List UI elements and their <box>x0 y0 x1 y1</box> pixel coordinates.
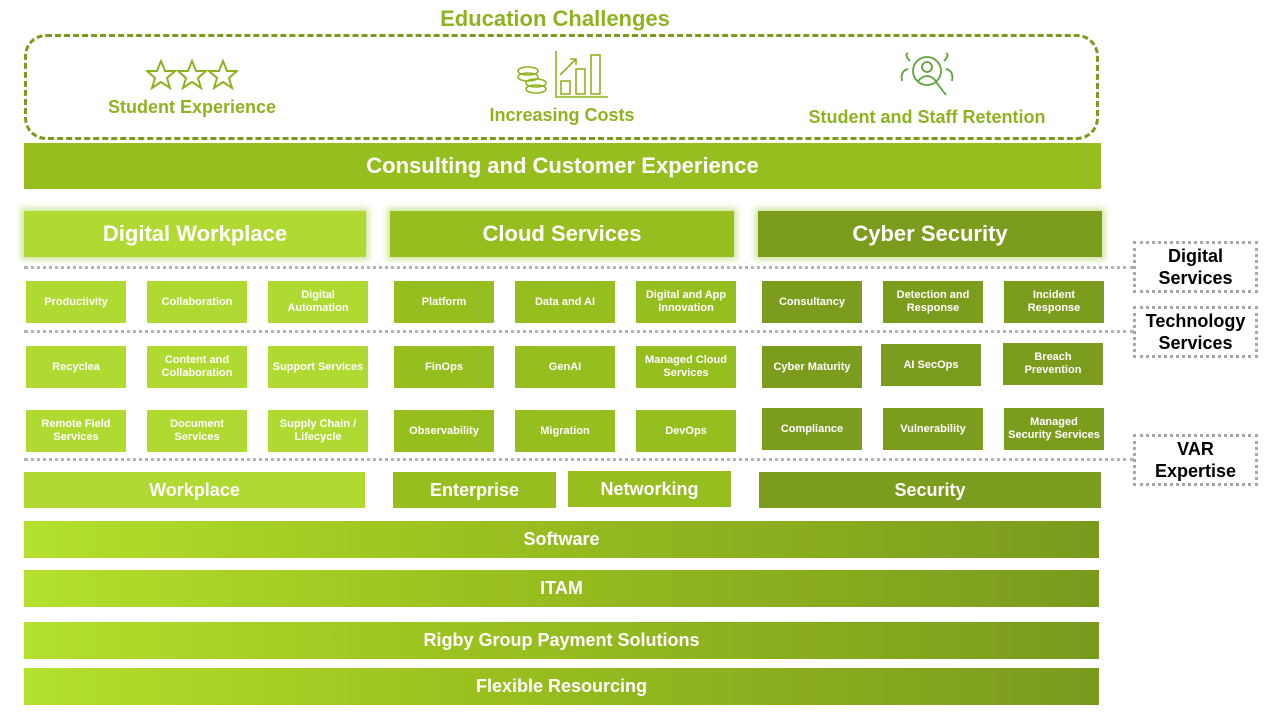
challenge-retention: Student and Staff Retention <box>797 51 1057 128</box>
tile: Supply Chain / Lifecycle <box>268 410 368 452</box>
tile: Remote Field Services <box>26 410 126 452</box>
band-flexible-resourcing: Flexible Resourcing <box>24 668 1099 705</box>
band-payment-solutions: Rigby Group Payment Solutions <box>24 622 1099 659</box>
divider <box>24 266 1134 269</box>
var-security: Security <box>759 472 1101 508</box>
challenge-label: Increasing Costs <box>489 105 635 125</box>
tile: Incident Response <box>1004 281 1104 323</box>
label-digital-services: Digital Services <box>1133 241 1258 293</box>
tile: Migration <box>515 410 615 452</box>
coins-chart-icon <box>517 51 608 98</box>
tile: Collaboration <box>147 281 247 323</box>
tile: Compliance <box>762 408 862 450</box>
challenge-label: Student Experience <box>107 97 277 117</box>
tile: Consultancy <box>762 281 862 323</box>
tile: DevOps <box>636 410 736 452</box>
tile: Detection and Response <box>883 281 983 323</box>
label-var-expertise: VAR Expertise <box>1133 434 1258 486</box>
tile: Observability <box>394 410 494 452</box>
challenges-box: Student Experience Increasing Costs Stud… <box>24 34 1099 140</box>
divider <box>24 458 1134 461</box>
tile: Managed Cloud Services <box>636 346 736 388</box>
consulting-band: Consulting and Customer Experience <box>24 143 1101 189</box>
tile: Recyclea <box>26 346 126 388</box>
var-networking: Networking <box>568 471 731 507</box>
tile: Document Services <box>147 410 247 452</box>
var-workplace: Workplace <box>24 472 365 508</box>
challenge-increasing-costs: Increasing Costs <box>457 49 667 126</box>
challenge-student-experience: Student Experience <box>87 59 297 118</box>
tile: Digital Automation <box>268 281 368 323</box>
tile: FinOps <box>394 346 494 388</box>
band-software: Software <box>24 521 1099 558</box>
pillar-digital-workplace: Digital Workplace <box>24 211 366 257</box>
three-stars-icon <box>146 59 238 91</box>
divider <box>24 330 1134 333</box>
tile: Data and AI <box>515 281 615 323</box>
diagram-title: Education Challenges <box>440 6 670 31</box>
people-search-icon <box>900 52 954 96</box>
tile: Content and Collaboration <box>147 346 247 388</box>
pillar-cloud-services: Cloud Services <box>390 211 734 257</box>
band-itam: ITAM <box>24 570 1099 607</box>
var-enterprise: Enterprise <box>393 472 556 508</box>
tile: AI SecOps <box>881 344 981 386</box>
tile: Productivity <box>26 281 126 323</box>
pillar-cyber-security: Cyber Security <box>758 211 1102 257</box>
tile: Managed Security Services <box>1004 408 1104 450</box>
tile: GenAI <box>515 346 615 388</box>
tile: Platform <box>394 281 494 323</box>
tile: Vulnerability <box>883 408 983 450</box>
challenge-label: Student and Staff Retention <box>808 107 1046 127</box>
label-technology-services: Technology Services <box>1133 306 1258 358</box>
tile: Cyber Maturity <box>762 346 862 388</box>
tile: Breach Prevention <box>1003 343 1103 385</box>
tile: Support Services <box>268 346 368 388</box>
tile: Digital and App Innovation <box>636 281 736 323</box>
